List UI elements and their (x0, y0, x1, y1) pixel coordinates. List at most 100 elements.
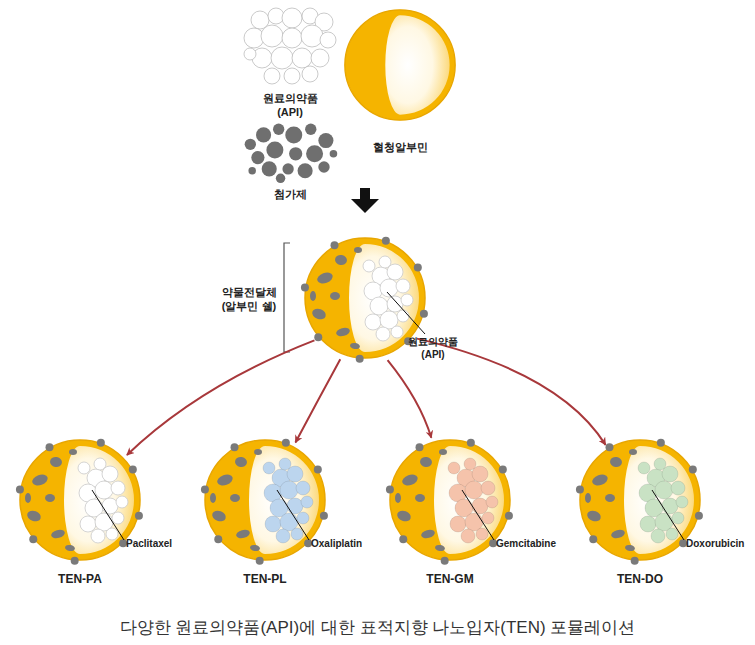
additive-blob (69, 449, 77, 455)
additive-particle (273, 124, 284, 135)
node-shape: 첨가제 (238, 116, 342, 184)
surface-dot (420, 310, 428, 318)
api-particle (102, 498, 118, 514)
additive-blob (629, 449, 637, 455)
albumin-shell (305, 238, 425, 358)
api-particle (651, 529, 665, 543)
surface-dot (657, 439, 665, 447)
connector-arrow (417, 339, 606, 445)
surface-dot (304, 539, 312, 547)
api-particle (276, 529, 290, 543)
api-particle (397, 310, 409, 322)
surface-dot (689, 466, 697, 474)
additive-blob (234, 456, 248, 468)
api-particle (106, 528, 118, 540)
additive-blob (586, 509, 603, 523)
api-particle (672, 512, 684, 524)
api-particle (91, 529, 105, 543)
additive-particle (248, 167, 256, 175)
additive-blob (49, 456, 63, 468)
node-label: 약물전달체 (알부민 쉘) (217, 286, 281, 314)
node-label: 혈청알부민 (350, 141, 450, 155)
additive-blob (25, 493, 31, 503)
surface-dot (695, 512, 703, 520)
api-particle (655, 481, 673, 499)
additive-blob (254, 449, 262, 455)
surface-dot (441, 557, 449, 565)
node-shape: TEN-GMGemcitabine (388, 438, 512, 562)
api-particle (461, 529, 475, 543)
shape-drawing (203, 438, 327, 562)
shell-cutaway (249, 446, 319, 554)
node-shape: 혈청알부민 (343, 8, 457, 122)
callout-label: 원료의약품 (API) (401, 336, 465, 361)
additive-particle (262, 161, 277, 176)
api-particle (448, 462, 460, 474)
additive-particle (266, 142, 283, 159)
node-label: TEN-PL (203, 572, 327, 587)
additive-blob (210, 493, 216, 503)
surface-dot (679, 539, 687, 547)
callout-label: Gemcitabine (496, 538, 576, 551)
api-particle (465, 481, 483, 499)
surface-dot (214, 535, 222, 543)
surface-dot (282, 439, 290, 447)
leader-line (652, 490, 684, 540)
connector-arrow (388, 360, 432, 438)
additive-blob (250, 544, 261, 552)
connector-arrow (295, 359, 340, 442)
shell-cutaway (434, 446, 504, 554)
additive-blob (401, 473, 419, 488)
additive-blob (235, 528, 251, 539)
api-particle (94, 458, 106, 470)
caption: 다양한 원료의약품(API)에 대한 표적지향 나노입자(TEN) 포뮬레이션 (0, 616, 755, 639)
particle (284, 68, 300, 84)
particle (292, 48, 312, 68)
node-shape: TEN-PLOxaliplatin (203, 438, 327, 562)
additive-particle (306, 145, 323, 162)
surface-dot (331, 241, 339, 249)
shape-drawing (18, 438, 142, 562)
api-particle (365, 314, 381, 330)
api-particle (297, 512, 309, 524)
surface-dot (135, 512, 143, 520)
api-particle (486, 496, 498, 508)
surface-dot (416, 443, 424, 451)
shape-drawing (388, 438, 512, 562)
albumin-shell (20, 440, 140, 560)
api-particle (296, 481, 310, 495)
api-particle (676, 496, 688, 508)
process-arrow-shaft (360, 188, 370, 200)
surface-dot (46, 443, 54, 451)
surface-dot (414, 264, 422, 272)
additive-particle (318, 133, 333, 148)
node-label: TEN-DO (578, 572, 702, 587)
api-particle (95, 481, 113, 499)
api-particle (263, 462, 275, 474)
additive-blob (605, 494, 615, 502)
api-particle (265, 516, 281, 532)
albumin-shell (345, 10, 455, 120)
api-particle (666, 528, 678, 540)
additive-blob (335, 326, 351, 337)
additive-particle (285, 126, 302, 143)
surface-dot (399, 535, 407, 543)
api-particle (279, 458, 291, 470)
api-particle (387, 296, 403, 312)
api-particle (363, 260, 375, 272)
shape-drawing (343, 8, 457, 122)
additive-blob (420, 528, 436, 539)
additive-blob (330, 292, 340, 300)
surface-dot (489, 539, 497, 547)
particle (264, 68, 280, 84)
api-particle (376, 327, 390, 341)
api-particle (301, 496, 313, 508)
additive-blob (45, 494, 55, 502)
connector-arrow (127, 340, 315, 455)
particle (268, 8, 284, 24)
api-particle (80, 516, 96, 532)
additive-blob (316, 271, 334, 286)
surface-dot (231, 443, 239, 451)
surface-dot (119, 539, 127, 547)
additive-blob (625, 544, 636, 552)
